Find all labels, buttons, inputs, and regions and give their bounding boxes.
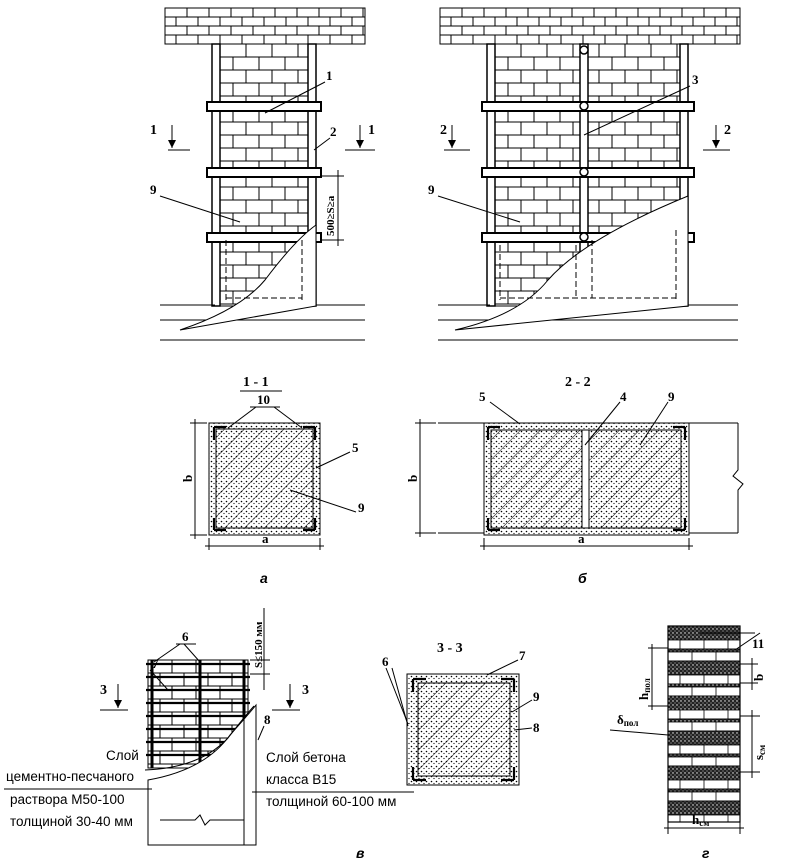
callout-9: 9: [533, 689, 540, 704]
view-v-elevation: S≤150 мм 3 3 6 7 8 Слой цементно-песчано…: [4, 608, 414, 861]
callout-1: 1: [326, 68, 333, 83]
callout-5: 5: [479, 389, 486, 404]
dim-a: a: [262, 531, 269, 546]
callout-6: 6: [382, 654, 389, 669]
section-1-1: 1 - 1 a b 10 5 9 а: [180, 375, 365, 586]
note-right-line-3: толщиной 60-100 мм: [266, 794, 396, 809]
dimension-label: 500≥S≥a: [325, 195, 337, 236]
callout-9: 9: [668, 389, 675, 404]
callout-8: 8: [264, 712, 271, 727]
cut-mark-right: 2: [724, 123, 731, 138]
view-g-masonry-scheme: 11 hпол b δпол sсм hсм г: [609, 625, 767, 861]
note-left-line-4: толщиной 30-40 мм: [10, 814, 133, 829]
view-b-elevation: 2 2 3 9: [428, 7, 741, 341]
note-right-line-2: класса В15: [266, 772, 336, 787]
steel-strip: [206, 167, 322, 178]
cutaway-plaster: [179, 224, 317, 331]
dim-a: a: [578, 531, 585, 546]
dim-b: b: [751, 674, 766, 681]
top-masonry: [164, 7, 366, 45]
dim-h-pol: hпол: [636, 678, 652, 700]
cut-mark-right: 1: [368, 123, 375, 138]
cut-mark-left: 3: [100, 683, 107, 698]
callout-5: 5: [352, 440, 359, 455]
cut-mark-left: 2: [440, 123, 447, 138]
caption-a: а: [260, 570, 268, 586]
note-left-line-1: Слой: [106, 748, 139, 763]
cut-mark-left: 1: [150, 123, 157, 138]
callout-2: 2: [330, 124, 337, 139]
cutaway-plaster: [454, 195, 689, 331]
note-right-line-1: Слой бетона: [266, 750, 346, 765]
callout-7: 7: [152, 656, 159, 671]
section-title: 3 - 3: [437, 641, 463, 656]
callout-9: 9: [428, 182, 435, 197]
callout-11: 11: [752, 636, 764, 651]
callout-6: 6: [182, 629, 189, 644]
caption-v: в: [356, 845, 365, 861]
callout-10: 10: [257, 392, 270, 407]
dim-s: sсм: [751, 745, 767, 760]
dim-h-sm: hсм: [692, 812, 709, 828]
dim-b: b: [180, 475, 195, 482]
steel-strip: [206, 101, 322, 112]
section-title: 1 - 1: [243, 375, 269, 390]
top-masonry: [439, 7, 741, 45]
steel-strip: [206, 232, 322, 243]
dim-delta: δпол: [617, 712, 638, 728]
callout-3: 3: [692, 72, 699, 87]
section-title: 2 - 2: [565, 375, 591, 390]
note-left-line-2: цементно-песчаного: [6, 769, 134, 784]
dimension-label: S≤150 мм: [253, 621, 265, 668]
view-a-elevation: 500≥S≥a 1 1 1 2 9: [150, 7, 375, 341]
callout-8: 8: [533, 720, 540, 735]
callout-9: 9: [358, 500, 365, 515]
callout-9: 9: [150, 182, 157, 197]
note-left-line-3: раствора М50-100: [10, 792, 125, 807]
callout-4: 4: [620, 389, 627, 404]
caption-b: б: [578, 570, 587, 586]
cut-mark-right: 3: [302, 683, 309, 698]
callout-7: 7: [519, 648, 526, 663]
dim-b: b: [405, 475, 420, 482]
section-3-3: 3 - 3 6 7 9 8: [382, 641, 540, 786]
caption-g: г: [702, 845, 710, 861]
section-2-2: 2 - 2 a b 5 4 9 б: [405, 375, 744, 586]
